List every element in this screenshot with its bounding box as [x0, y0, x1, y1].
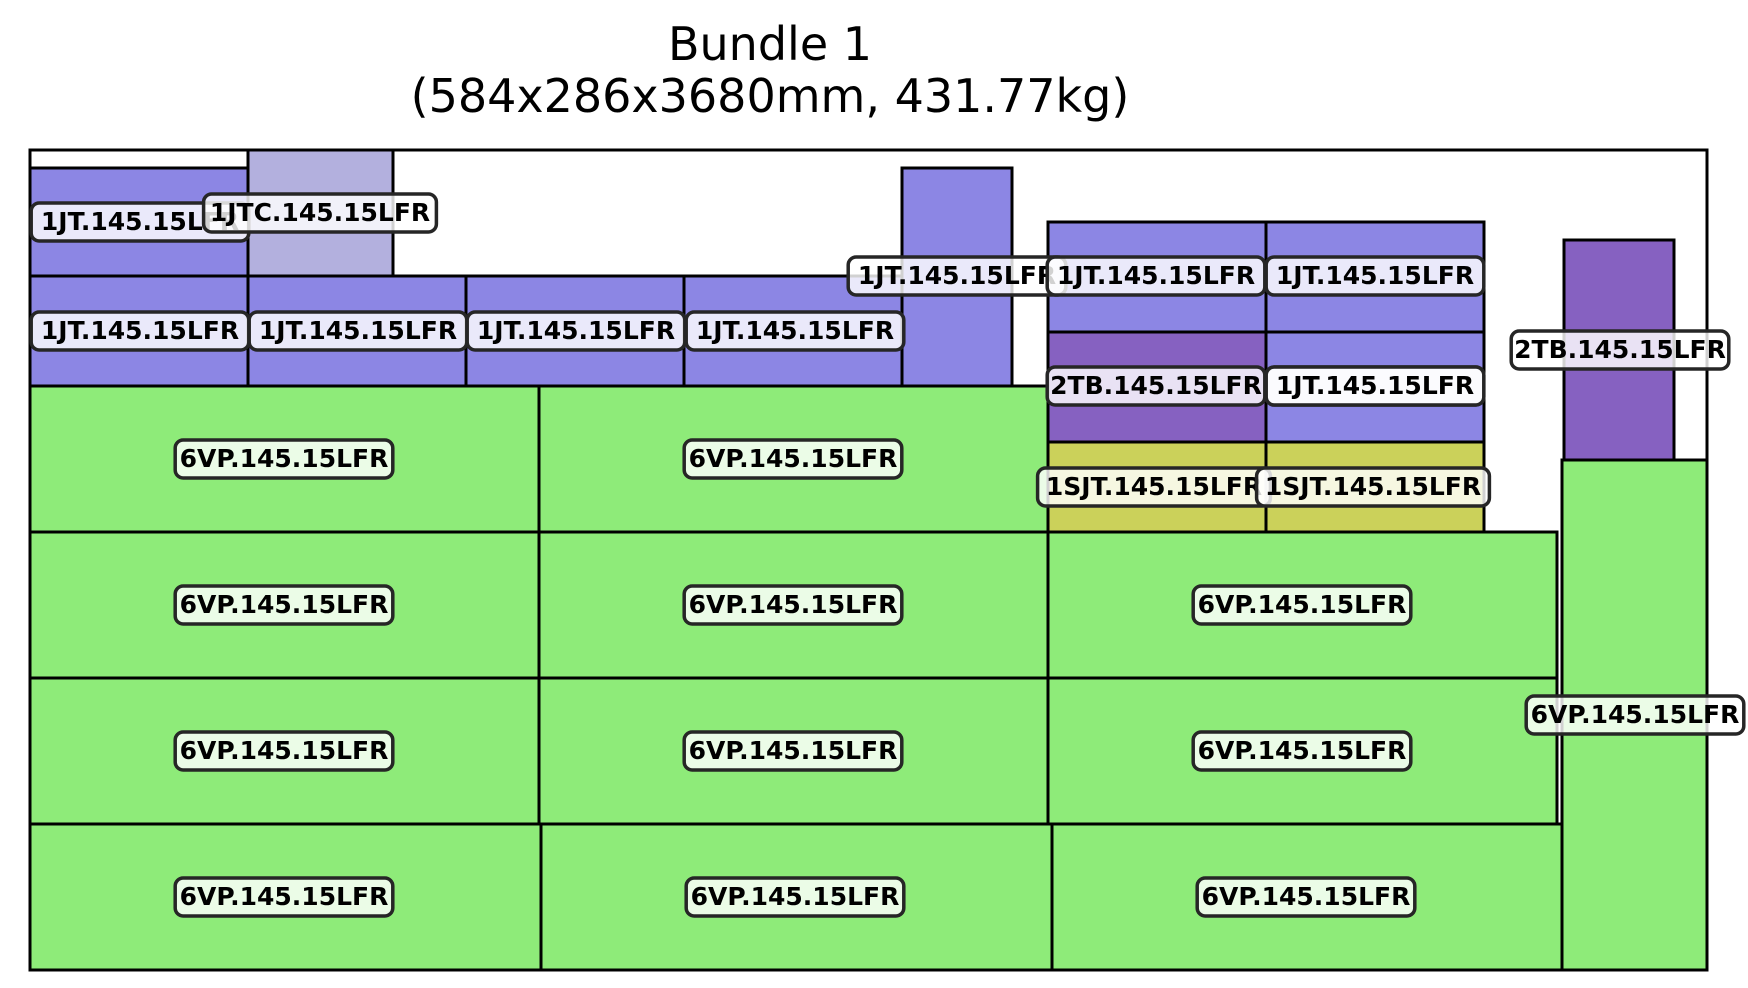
- label-text: 1JT.145.15LFR: [696, 316, 894, 345]
- item-label-6vp: 6VP.145.15LFR: [682, 438, 904, 480]
- item-label-1jt: 1JT.145.15LFR: [846, 255, 1068, 297]
- label-pill: [1264, 365, 1486, 407]
- label-text: 6VP.145.15LFR: [1198, 590, 1407, 619]
- item-label-2tb: 2TB.145.15LFR: [1045, 365, 1267, 407]
- item-label-1jtc: 1JTC.145.15LFR: [201, 192, 439, 234]
- label-text: 6VP.145.15LFR: [1198, 736, 1407, 765]
- item-label-6vp: 6VP.145.15LFR: [173, 730, 395, 772]
- item-label-6vp: 6VP.145.15LFR: [682, 584, 904, 626]
- label-text: 1JT.145.15LFR: [1057, 261, 1255, 290]
- item-label-2tb: 2TB.145.15LFR: [1509, 329, 1731, 371]
- label-pill: [1191, 730, 1413, 772]
- label-pill: [1264, 255, 1486, 297]
- label-pill: [1524, 694, 1746, 736]
- label-pill: [1195, 876, 1417, 918]
- title-line-1: Bundle 1: [667, 17, 873, 71]
- label-pill: [1254, 466, 1492, 508]
- label-text: 1JT.145.15LFR: [1276, 371, 1474, 400]
- label-text: 1JT.145.15LFR: [477, 316, 675, 345]
- label-text: 6VP.145.15LFR: [180, 590, 389, 619]
- label-pill: [173, 730, 395, 772]
- label-text: 2TB.145.15LFR: [1514, 335, 1726, 364]
- label-text: 6VP.145.15LFR: [689, 590, 898, 619]
- label-pill: [682, 584, 904, 626]
- label-text: 2TB.145.15LFR: [1050, 371, 1262, 400]
- item-label-6vp: 6VP.145.15LFR: [1191, 730, 1413, 772]
- item-label-1jt: 1JT.145.15LFR: [1045, 255, 1267, 297]
- label-pill: [201, 192, 439, 234]
- diagram-title: Bundle 1 (584x286x3680mm, 431.77kg): [0, 18, 1540, 122]
- label-pill: [1191, 584, 1413, 626]
- label-text: 6VP.145.15LFR: [689, 736, 898, 765]
- item-label-1jt: 1JT.145.15LFR: [29, 310, 251, 352]
- label-pill: [173, 876, 395, 918]
- label-text: 6VP.145.15LFR: [691, 882, 900, 911]
- label-text: 6VP.145.15LFR: [180, 882, 389, 911]
- item-label-1jt: 1JT.145.15LFR: [684, 310, 906, 352]
- item-label-6vp: 6VP.145.15LFR: [173, 438, 395, 480]
- label-pill: [684, 876, 906, 918]
- item-label-1jt: 1JT.145.15LFR: [465, 310, 687, 352]
- item-label-1sjt: 1SJT.145.15LFR: [1254, 466, 1492, 508]
- label-pill: [173, 438, 395, 480]
- item-label-6vp: 6VP.145.15LFR: [173, 584, 395, 626]
- label-text: 6VP.145.15LFR: [689, 444, 898, 473]
- label-pill: [1509, 329, 1731, 371]
- label-text: 1SJT.145.15LFR: [1046, 472, 1262, 501]
- label-text: 1JT.145.15LFR: [858, 261, 1056, 290]
- item-label-1jt: 1JT.145.15LFR: [247, 310, 469, 352]
- item-labels: 1JT.145.15LFR 1JTC.145.15LFR 1JT.145.15LFR…: [29, 192, 1746, 918]
- label-text: 6VP.145.15LFR: [180, 444, 389, 473]
- item-label-6vp: 6VP.145.15LFR: [682, 730, 904, 772]
- item-label-6vp: 6VP.145.15LFR: [1195, 876, 1417, 918]
- label-text: 6VP.145.15LFR: [1531, 700, 1740, 729]
- label-text: 6VP.145.15LFR: [1202, 882, 1411, 911]
- item-label-6vp: 6VP.145.15LFR: [684, 876, 906, 918]
- label-text: 6VP.145.15LFR: [180, 736, 389, 765]
- item-label-6vp: 6VP.145.15LFR: [1524, 694, 1746, 736]
- item-label-1jt: 1JT.145.15LFR: [1264, 255, 1486, 297]
- label-text: 1JTC.145.15LFR: [210, 198, 430, 227]
- title-line-2: (584x286x3680mm, 431.77kg): [410, 69, 1130, 123]
- label-pill: [682, 438, 904, 480]
- item-label-6vp: 6VP.145.15LFR: [1191, 584, 1413, 626]
- item-label-1sjt: 1SJT.145.15LFR: [1035, 466, 1273, 508]
- item-label-6vp: 6VP.145.15LFR: [173, 876, 395, 918]
- label-pill: [684, 310, 906, 352]
- label-pill: [682, 730, 904, 772]
- label-text: 1JT.145.15LFR: [1276, 261, 1474, 290]
- label-text: 1JT.145.15LFR: [259, 316, 457, 345]
- label-text: 1SJT.145.15LFR: [1265, 472, 1481, 501]
- label-pill: [173, 584, 395, 626]
- item-label-1jt: 1JT.145.15LFR: [1264, 365, 1486, 407]
- label-text: 1JT.145.15LFR: [41, 316, 239, 345]
